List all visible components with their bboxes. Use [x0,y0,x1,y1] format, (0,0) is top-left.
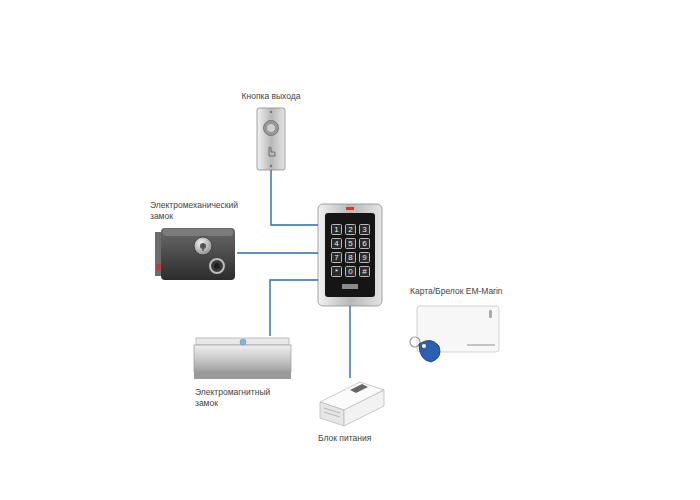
key-label: * [331,266,342,277]
device-node: Кнопка выхода [257,108,285,170]
electromagnetic-lock-picture [194,338,291,379]
device-node: Электромагнитный замок [194,336,291,381]
key-label: 4 [331,238,342,249]
power-supply-picture [320,382,384,426]
key-label: 5 [345,238,356,249]
device-label: Карта/Брелок EM-Marin [410,286,503,297]
device-node: Блок питания [316,378,386,428]
key-label: 9 [359,252,370,263]
key-label: 8 [345,252,356,263]
wire-connector [270,280,318,336]
device-label: Электромеханический замок [150,200,250,222]
key-label: 0 [345,266,356,277]
keypad-node: 123 456 789 *0# [318,204,382,306]
device-node: Карта/Брелок EM-Marin [405,300,500,378]
device-label: Блок питания [318,433,371,444]
key-label: 3 [359,224,370,235]
key-label: 2 [345,224,356,235]
wire-connector [349,306,350,378]
key-label: # [359,266,370,277]
key-label: 7 [331,252,342,263]
wire-connector [237,252,318,253]
device-label: Кнопка выхода [242,91,301,102]
exit-button-picture [257,108,285,170]
device-node: Электромеханический замок [155,226,237,282]
keypad-picture [318,204,382,306]
key-label: 1 [331,224,342,235]
card-and-fob-picture [410,306,499,362]
wire-connector [271,170,318,225]
device-label: Электромагнитный замок [195,387,280,409]
electromechanical-lock-picture [155,228,235,280]
key-label: 6 [359,238,370,249]
